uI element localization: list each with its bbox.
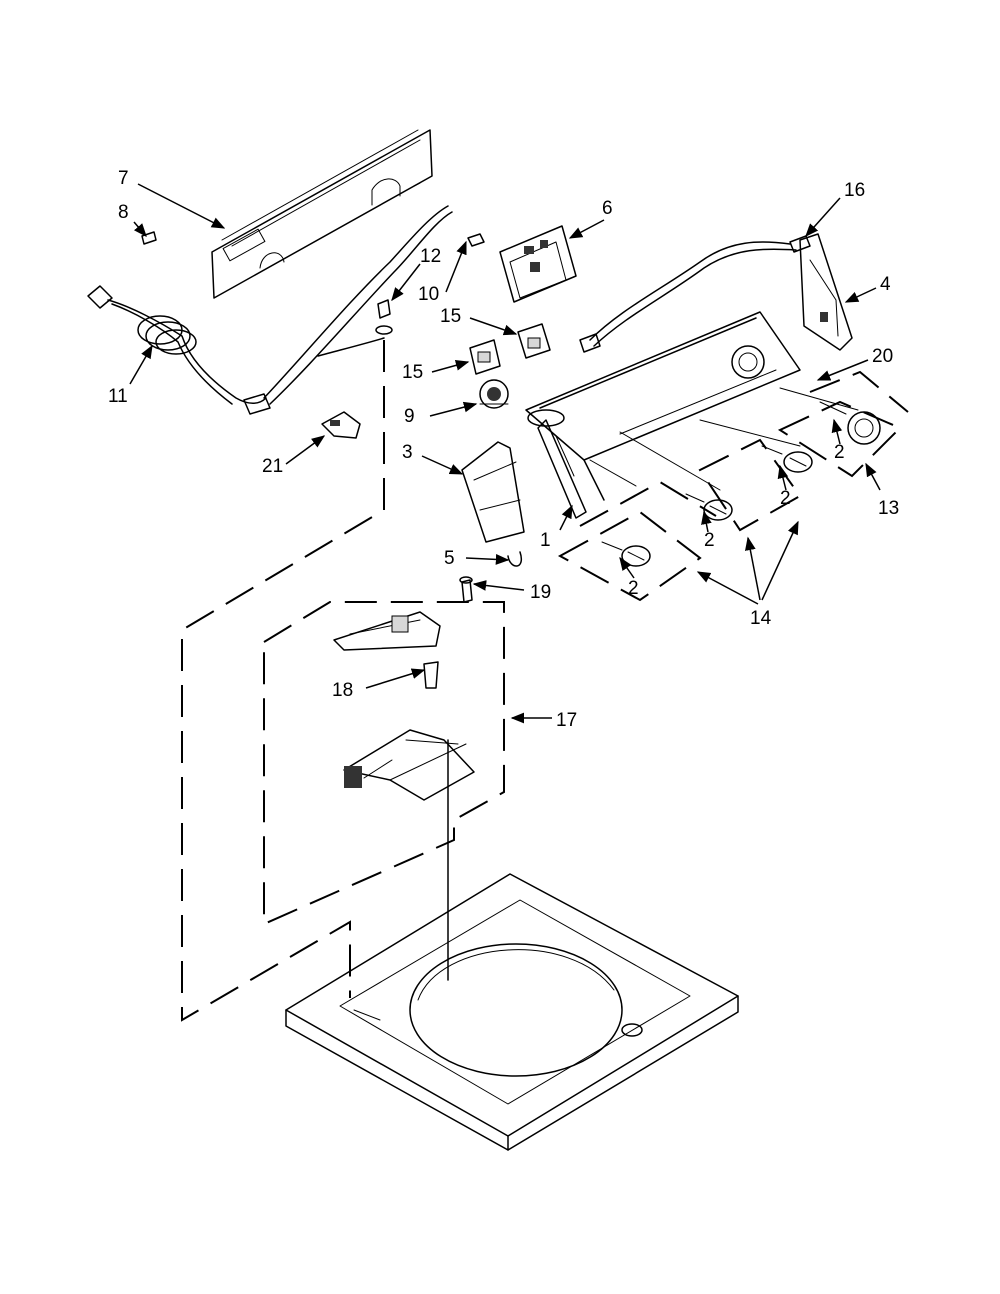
switch-part-upper (517, 323, 551, 359)
knob-4 (819, 401, 881, 445)
callout-11: 11 (108, 386, 128, 407)
dispenser-assembly-part (343, 729, 475, 981)
callout-7: 7 (118, 168, 129, 189)
callout-18: 18 (332, 680, 353, 701)
dashed-boundaries (181, 340, 909, 1022)
callout-20: 20 (872, 346, 893, 367)
callout-2-c: 2 (780, 488, 791, 509)
console-panel-part (525, 311, 801, 501)
switch-part-lower (469, 339, 501, 375)
callout-1: 1 (540, 530, 551, 551)
callout-2-d: 2 (834, 442, 845, 463)
callout-4: 4 (880, 274, 891, 295)
callout-13: 13 (878, 498, 899, 519)
callout-6: 6 (602, 198, 613, 219)
callout-15-lower: 15 (402, 362, 423, 383)
callout-17: 17 (556, 710, 577, 731)
callout-16: 16 (844, 180, 865, 201)
knob-3 (761, 445, 813, 473)
end-cap-part (799, 233, 853, 351)
screw-part-10 (467, 233, 485, 247)
rotary-switch-part (479, 379, 509, 409)
power-cord-part (87, 205, 453, 415)
callout-labels: 7 8 11 12 10 6 16 4 20 15 15 9 3 21 1 5 … (108, 168, 899, 731)
screw-and-washer-part (375, 299, 393, 335)
callout-5: 5 (444, 548, 455, 569)
knob-shafts (589, 387, 859, 491)
callout-10: 10 (418, 284, 439, 305)
screw-part-19 (459, 576, 473, 603)
callout-21: 21 (262, 456, 283, 477)
control-board-part (499, 225, 577, 303)
overlay-part (537, 419, 587, 519)
washer-top-panel-part (285, 873, 739, 1151)
hinge-clip-part (507, 551, 523, 567)
dispenser-lid-part (461, 441, 525, 543)
screw-part (141, 231, 157, 245)
callout-14: 14 (750, 608, 772, 629)
callout-15-upper: 15 (440, 306, 461, 327)
lid-switch-part (321, 411, 361, 439)
callout-2-a: 2 (628, 578, 639, 599)
leader-lines (129, 183, 881, 724)
callout-19: 19 (530, 582, 551, 603)
callout-12: 12 (420, 246, 441, 267)
wire-harness-part (579, 235, 811, 353)
rear-panel-part (211, 129, 433, 299)
callout-9: 9 (404, 406, 415, 427)
callout-2-b: 2 (704, 530, 715, 551)
inlet-valve-part (333, 611, 441, 689)
knob-2 (685, 493, 733, 521)
knob-1 (601, 541, 651, 567)
callout-8: 8 (118, 202, 129, 223)
callout-3: 3 (402, 442, 413, 463)
